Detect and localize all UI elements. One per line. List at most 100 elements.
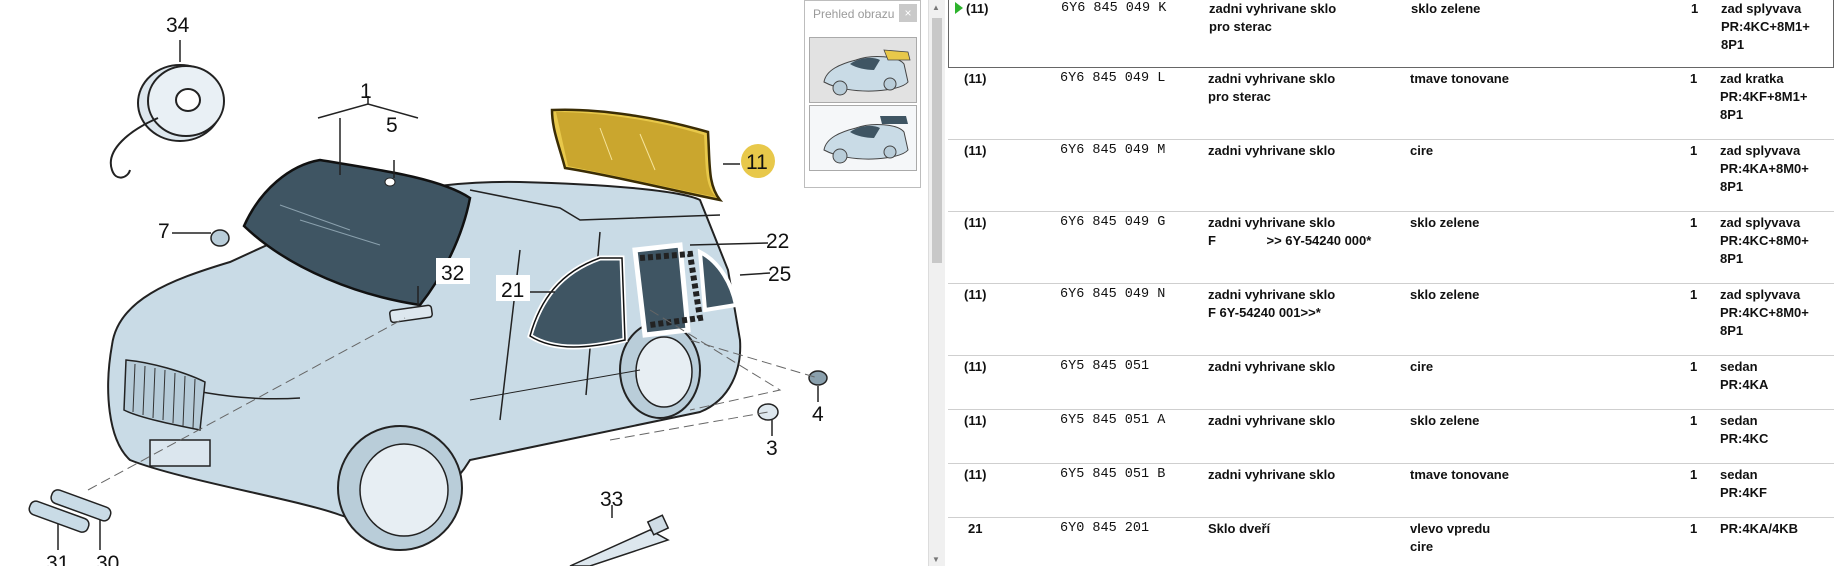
row-position: (11) [964,143,987,158]
callout-31[interactable]: 31 [46,552,69,566]
part-3-screw[interactable] [757,403,779,421]
overview-close-button[interactable]: × [899,4,917,22]
overview-thumbnail-1[interactable] [809,37,917,103]
part-note: sklo zelene [1410,413,1480,428]
scroll-up-arrow-icon[interactable]: ▲ [932,3,940,12]
callout-21-bg [496,275,530,301]
callout-33[interactable]: 33 [600,488,623,511]
part-30-strip[interactable] [49,488,112,522]
part-quantity: 1 [1690,467,1698,482]
row-position: (11) [955,0,988,18]
part-quantity: 1 [1690,71,1698,86]
table-row[interactable]: (11) 6Y5 845 051 A zadni vyhrivane sklo … [948,410,1834,464]
callout-4[interactable]: 4 [812,403,824,426]
callout-21[interactable]: 21 [501,279,524,302]
part-quantity: 1 [1690,521,1698,536]
part-number[interactable]: 6Y6 845 049 N [1060,287,1166,302]
callout-30[interactable]: 30 [96,552,119,566]
part-note: tmave tonovane [1410,467,1509,482]
part-number[interactable]: 6Y6 845 049 K [1061,1,1167,16]
callout-1[interactable]: 1 [360,80,372,103]
part-25-quarter-glass[interactable] [697,248,739,313]
part-number[interactable]: 6Y5 845 051 A [1060,413,1166,428]
part-note: cire [1410,359,1434,374]
image-overview-panel[interactable]: Prehled obrazu × [804,0,921,188]
part-1-windscreen[interactable] [242,158,472,307]
part-number[interactable]: 6Y5 845 051 [1060,359,1150,374]
part-31-strip[interactable] [28,499,91,533]
part-quantity: 1 [1690,413,1698,428]
callout-7[interactable]: 7 [158,220,170,243]
part-7-clip[interactable] [210,229,230,247]
part-33-cartridge[interactable] [569,514,670,566]
part-quantity: 1 [1690,143,1698,158]
scrollbar-thumb[interactable] [932,18,942,263]
part-note: cire [1410,143,1434,158]
part-4-screw[interactable] [808,370,828,386]
thumbnail-1-car-icon [823,49,911,96]
row-position: (11) [964,71,987,86]
overview-thumbnail-2[interactable] [809,105,917,171]
diagram-canvas[interactable]: 34 1 5 7 11 22 25 32 21 4 3 33 31 30 [0,0,928,566]
callout-22[interactable]: 22 [766,230,789,253]
part-note: sklo zelene [1411,1,1481,16]
part-note: sklo zelene [1410,287,1480,302]
callout-11-badge [741,144,775,178]
part-description: zadni vyhrivane sklo [1208,413,1336,428]
overview-title: Prehled obrazu [813,7,895,21]
parts-diagram[interactable]: 34 1 5 7 11 22 25 32 21 4 3 33 31 30 Pre… [0,0,928,566]
part-quantity: 1 [1690,287,1698,302]
row-position: (11) [964,215,987,230]
table-row[interactable]: (11) 6Y6 845 049 M zadni vyhrivane sklo … [948,140,1834,212]
part-description: zadni vyhrivane sklo [1208,467,1336,482]
scroll-down-arrow-icon[interactable]: ▼ [932,555,940,564]
callout-34[interactable]: 34 [166,14,190,37]
part-number[interactable]: 6Y6 845 049 G [1060,215,1166,230]
part-number[interactable]: 6Y6 845 049 M [1060,143,1166,158]
callout-3[interactable]: 3 [766,437,778,460]
part-note: sklo zelene [1410,215,1480,230]
part-22-rear-door-glass[interactable] [632,242,704,338]
callout-11[interactable]: 11 [746,151,768,174]
diagram-scrollbar[interactable]: ▲ ▼ [928,0,945,566]
part-quantity: 1 [1690,359,1698,374]
part-number[interactable]: 6Y6 845 049 L [1060,71,1166,86]
callout-32[interactable]: 32 [441,262,464,285]
part-21-door-glass[interactable] [527,255,628,350]
part-32-bracket[interactable] [388,304,433,324]
part-number[interactable]: 6Y5 845 051 B [1060,467,1166,482]
dashed-guide-lines [87,309,819,491]
part-number[interactable]: 6Y0 845 201 [1060,521,1150,536]
part-model: PR:4KA/4KB [1720,521,1799,536]
part-description: Sklo dveří [1208,521,1271,536]
callout-25[interactable]: 25 [768,263,791,286]
row-position: 21 [968,521,983,536]
part-description: zadni vyhrivane sklo [1208,359,1336,374]
table-row[interactable]: (11) 6Y5 845 051 B zadni vyhrivane sklo … [948,464,1834,518]
table-row[interactable]: (11) 6Y5 845 051 zadni vyhrivane sklo ci… [948,356,1834,410]
part-34-tape-roll[interactable] [109,64,225,179]
callout-5[interactable]: 5 [386,114,398,137]
part-quantity: 1 [1690,215,1698,230]
part-note: tmave tonovane [1410,71,1509,86]
row-position: (11) [964,359,987,374]
selected-marker-icon [955,2,963,14]
part-11-rear-window[interactable] [550,108,724,202]
